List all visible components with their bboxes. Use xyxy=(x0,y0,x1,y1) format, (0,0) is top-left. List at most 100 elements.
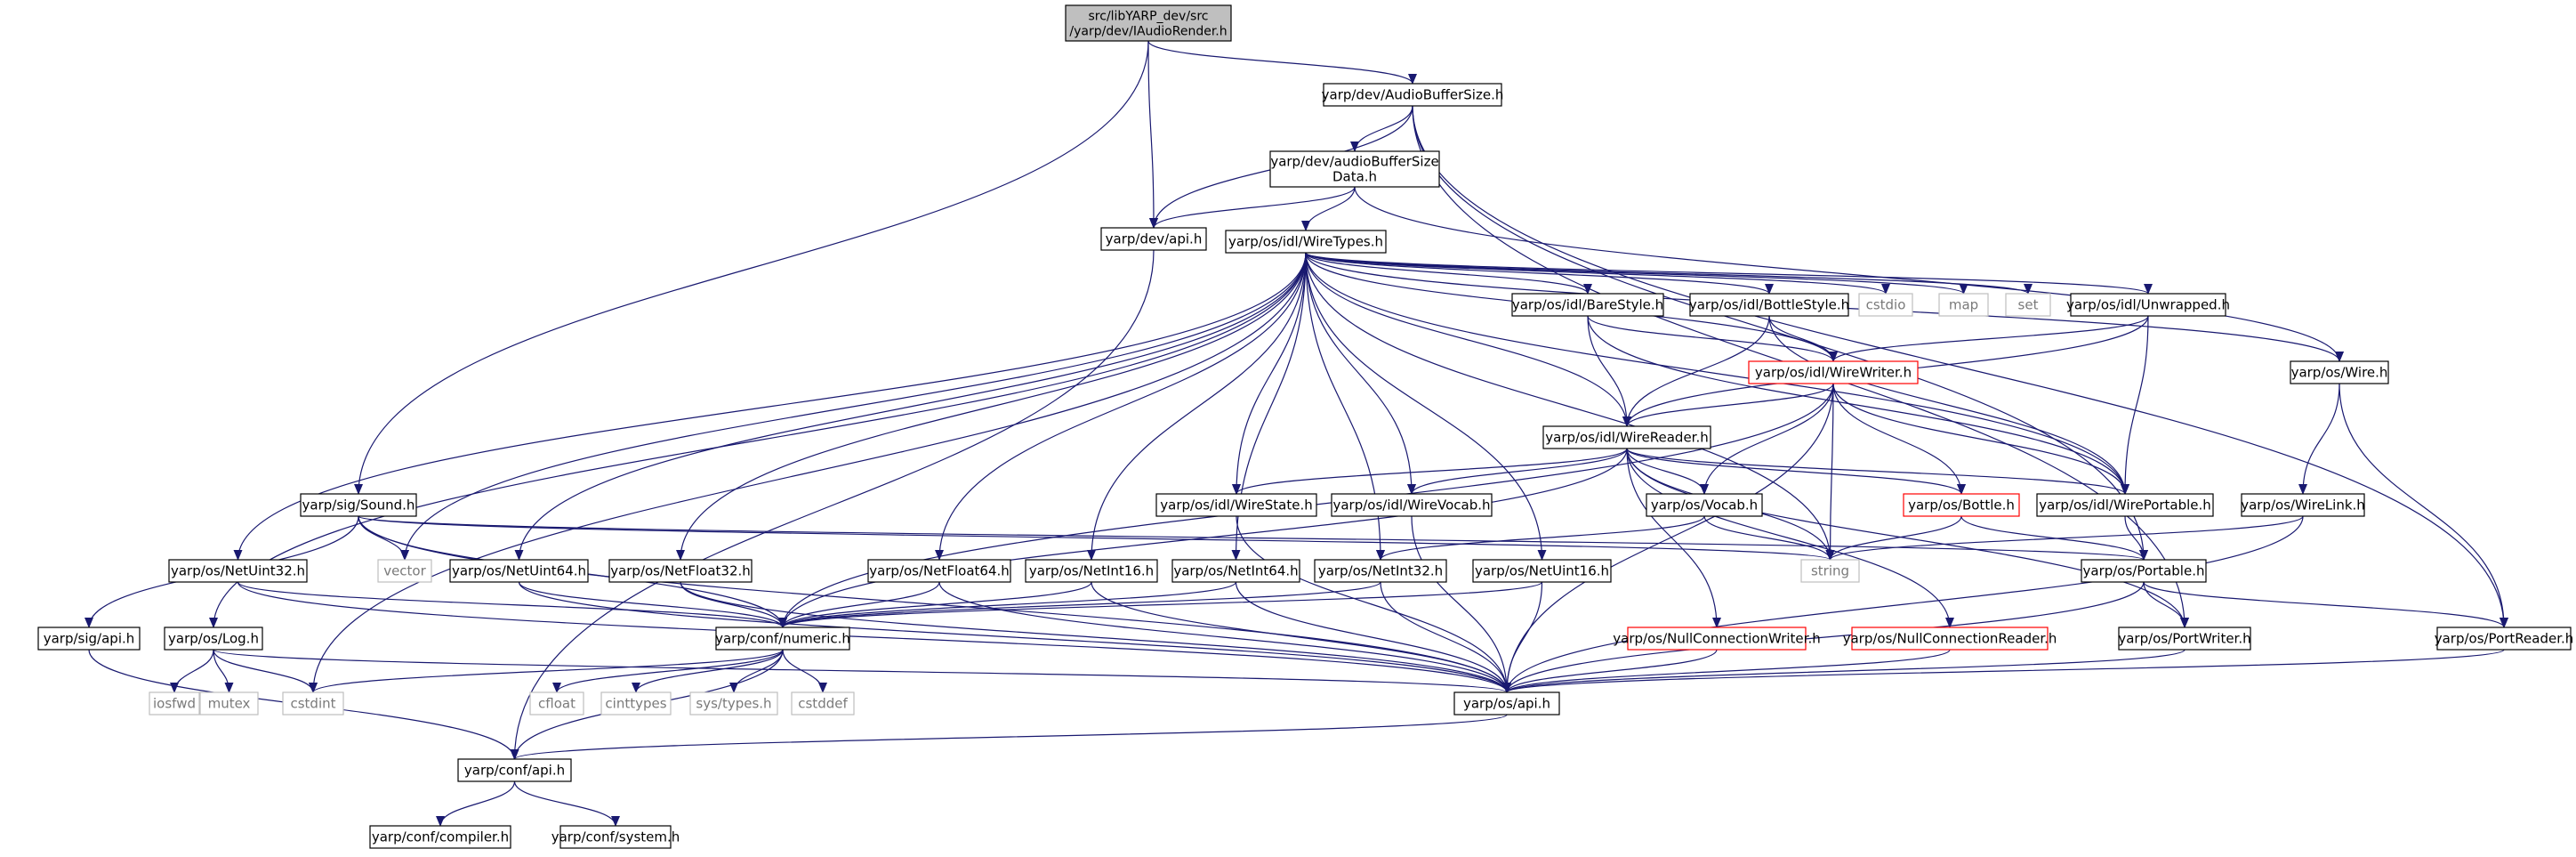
node-unwrapped-label: yarp/os/idl/Unwrapped.h xyxy=(2066,297,2230,313)
edge-wiretypes-to-wirereader xyxy=(1305,252,1631,427)
node-mutex-box xyxy=(199,691,259,716)
node-wirelink-label: yarp/os/WireLink.h xyxy=(2241,497,2365,513)
edge-audiobuffersize-to-audiobuffersizedata xyxy=(1350,105,1413,152)
node-portable[interactable]: yarp/os/Portable.h xyxy=(2081,559,2207,583)
edge-numeric-to-cstddef xyxy=(782,649,827,693)
edge-log-to-mutex xyxy=(213,649,234,693)
node-nullreader[interactable]: yarp/os/NullConnectionReader.h xyxy=(1843,627,2057,651)
node-netuint16[interactable]: yarp/os/NetUint16.h xyxy=(1472,559,1612,583)
edge-audiobuffersizedata-to-wire xyxy=(1354,186,2344,362)
edge-wire-to-wirelink xyxy=(2298,383,2340,495)
node-netuint32[interactable]: yarp/os/NetUint32.h xyxy=(168,559,308,583)
edge-bottlestyle-to-wireportable xyxy=(1768,315,2129,495)
node-wire[interactable]: yarp/os/Wire.h xyxy=(2290,360,2389,384)
node-portwriter[interactable]: yarp/os/PortWriter.h xyxy=(2118,627,2251,651)
node-devapi[interactable]: yarp/dev/api.h xyxy=(1100,227,1207,251)
edge-wirereader-to-wirestate xyxy=(1232,448,1628,495)
edge-netfloat32-to-numeric xyxy=(680,581,787,628)
node-cstddef: cstddef xyxy=(791,691,855,716)
node-netint32[interactable]: yarp/os/NetInt32.h xyxy=(1314,559,1447,583)
node-portreader[interactable]: yarp/os/PortReader.h xyxy=(2435,627,2574,651)
node-system[interactable]: yarp/conf/system.h xyxy=(551,825,680,849)
edge-wiretypes-to-vector xyxy=(400,252,1307,561)
node-portwriter-box xyxy=(2118,627,2251,651)
node-wireportable[interactable]: yarp/os/idl/WirePortable.h xyxy=(2036,493,2214,517)
node-vector-label: vector xyxy=(383,563,426,579)
edge-netuint32-to-osapi xyxy=(237,581,1511,693)
node-cstdio-box xyxy=(1858,293,1913,317)
edge-netuint16-to-osapi xyxy=(1502,581,1543,693)
node-netint32-box xyxy=(1314,559,1447,583)
node-wirelink[interactable]: yarp/os/WireLink.h xyxy=(2241,493,2365,517)
node-cstddef-label: cstddef xyxy=(798,696,848,712)
node-nullwriter[interactable]: yarp/os/NullConnectionWriter.h xyxy=(1613,627,1821,651)
edge-wirewriter-to-wirereader xyxy=(1622,383,1834,427)
node-compiler[interactable]: yarp/conf/compiler.h xyxy=(369,825,511,849)
node-sigapi[interactable]: yarp/sig/api.h xyxy=(37,627,141,651)
node-audiobuffersizedata-label: Data.h xyxy=(1332,169,1377,185)
node-systypes-label: sys/types.h xyxy=(696,696,771,712)
edge-wirevocab-to-osapi xyxy=(1411,515,1511,693)
edge-netuint64-to-numeric xyxy=(518,581,787,628)
node-wiretypes[interactable]: yarp/os/idl/WireTypes.h xyxy=(1225,230,1387,254)
node-wire-label: yarp/os/Wire.h xyxy=(2291,365,2388,381)
node-root[interactable]: src/libYARP_dev/src/yarp/dev/IAudioRende… xyxy=(1065,4,1232,42)
node-set-box xyxy=(2005,293,2051,317)
node-bottlestyle[interactable]: yarp/os/idl/BottleStyle.h xyxy=(1689,293,1849,317)
edge-wiretypes-to-bottlestyle xyxy=(1305,252,1774,295)
edge-wireportable-to-portable xyxy=(2124,515,2148,561)
node-netint64[interactable]: yarp/os/NetInt64.h xyxy=(1171,559,1300,583)
edge-wirewriter-to-string xyxy=(1825,383,1835,561)
node-netfloat32[interactable]: yarp/os/NetFloat32.h xyxy=(608,559,753,583)
node-netuint64[interactable]: yarp/os/NetUint64.h xyxy=(449,559,589,583)
node-string-label: string xyxy=(1811,563,1849,579)
node-confapi[interactable]: yarp/conf/api.h xyxy=(457,758,572,782)
node-wiretypes-label: yarp/os/idl/WireTypes.h xyxy=(1228,234,1383,250)
node-vocab-box xyxy=(1646,493,1763,517)
node-netint16[interactable]: yarp/os/NetInt16.h xyxy=(1025,559,1158,583)
node-cinttypes-label: cinttypes xyxy=(605,696,666,712)
edge-wirereader-to-vocab xyxy=(1626,448,1709,495)
node-wirelink-box xyxy=(2241,493,2365,517)
node-nullwriter-label: yarp/os/NullConnectionWriter.h xyxy=(1613,631,1820,647)
node-netfloat32-box xyxy=(608,559,753,583)
node-portwriter-label: yarp/os/PortWriter.h xyxy=(2118,631,2250,647)
node-audiobuffersize[interactable]: yarp/dev/AudioBufferSize.h xyxy=(1322,83,1504,107)
node-wirevocab[interactable]: yarp/os/idl/WireVocab.h xyxy=(1331,493,1493,517)
node-osapi[interactable]: yarp/os/api.h xyxy=(1453,691,1560,716)
node-nullreader-box xyxy=(1851,627,2049,651)
edge-netfloat64-to-numeric xyxy=(778,581,940,628)
edge-netuint32-to-numeric xyxy=(237,581,787,628)
node-iosfwd: iosfwd xyxy=(149,691,200,716)
node-netfloat64[interactable]: yarp/os/NetFloat64.h xyxy=(867,559,1011,583)
edge-bottle-to-portable xyxy=(1960,515,2148,561)
node-log[interactable]: yarp/os/Log.h xyxy=(164,627,263,651)
edge-wirelink-to-string xyxy=(1825,515,2304,561)
node-wirestate-box xyxy=(1155,493,1317,517)
node-root-label: /yarp/dev/IAudioRender.h xyxy=(1069,25,1227,39)
node-netuint16-box xyxy=(1472,559,1612,583)
node-wirereader[interactable]: yarp/os/idl/WireReader.h xyxy=(1542,425,1711,449)
edge-nullwriter-to-osapi xyxy=(1502,649,1718,693)
edge-confapi-to-compiler xyxy=(436,780,516,827)
node-vector: vector xyxy=(377,559,432,583)
node-log-label: yarp/os/Log.h xyxy=(168,631,259,647)
edge-sound-to-portable xyxy=(358,515,2148,561)
node-wirestate[interactable]: yarp/os/idl/WireState.h xyxy=(1155,493,1317,517)
node-barestyle[interactable]: yarp/os/idl/BareStyle.h xyxy=(1511,293,1664,317)
node-bottle[interactable]: yarp/os/Bottle.h xyxy=(1903,493,2020,517)
node-audiobuffersizedata-box xyxy=(1269,150,1440,188)
edge-wiretypes-to-set xyxy=(1305,252,2033,295)
node-numeric[interactable]: yarp/conf/numeric.h xyxy=(715,627,850,651)
edge-portable-to-portreader xyxy=(2143,581,2508,628)
node-unwrapped[interactable]: yarp/os/idl/Unwrapped.h xyxy=(2066,293,2230,317)
node-sound[interactable]: yarp/sig/Sound.h xyxy=(300,493,417,517)
node-devapi-label: yarp/dev/api.h xyxy=(1106,231,1203,247)
node-wirewriter[interactable]: yarp/os/idl/WireWriter.h xyxy=(1748,360,1919,384)
edge-portreader-to-osapi xyxy=(1502,649,2505,693)
edge-wirestate-to-osapi xyxy=(1236,515,1511,693)
node-vector-box xyxy=(377,559,432,583)
node-map-label: map xyxy=(1949,297,1978,313)
node-vocab[interactable]: yarp/os/Vocab.h xyxy=(1646,493,1763,517)
